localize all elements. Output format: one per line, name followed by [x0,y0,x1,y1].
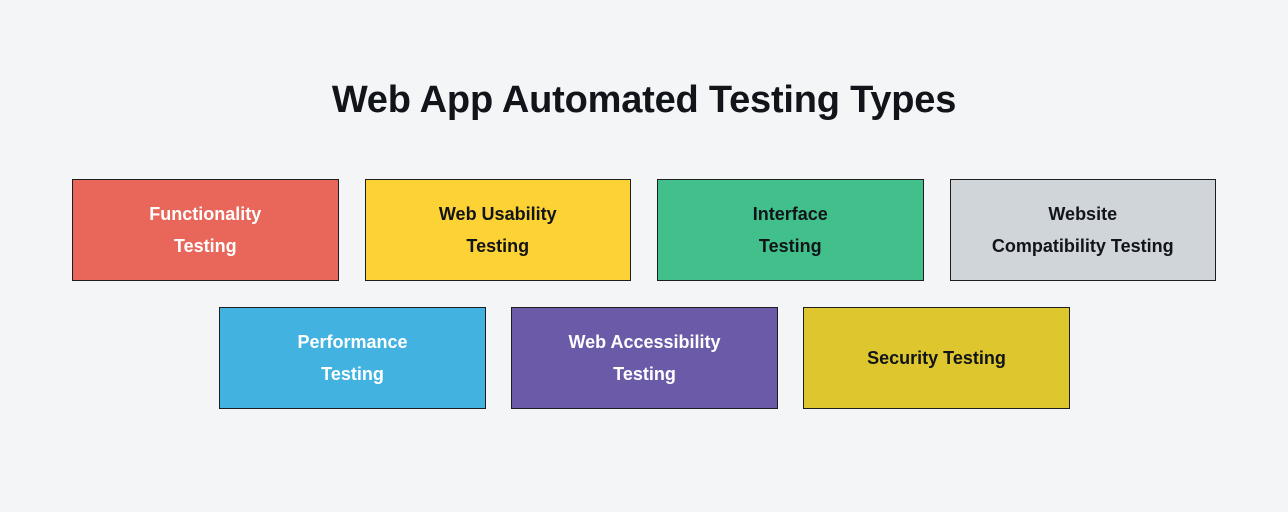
card-label-functionality-testing: Functionality Testing [149,204,262,256]
card-performance-testing[interactable]: Performance Testing [219,307,486,409]
card-label-performance-testing: Performance Testing [297,332,408,384]
card-row-first: Functionality Testing Web Usability Test… [72,179,1216,281]
card-website-compatibility-testing[interactable]: Website Compatibility Testing [949,179,1216,281]
card-functionality-testing[interactable]: Functionality Testing [72,179,339,281]
card-security-testing[interactable]: Security Testing [803,307,1070,409]
card-label-web-usability-testing: Web Usability Testing [438,204,557,256]
card-label-website-compatibility-testing: Website Compatibility Testing [991,204,1174,256]
card-label-interface-testing: Interface Testing [752,204,828,256]
card-label-web-accessibility-testing: Web Accessibility Testing [568,332,721,384]
card-label-security-testing: Security Testing [867,348,1006,368]
card-row-second: Performance Testing Web Accessibility Te… [219,307,1070,409]
card-interface-testing[interactable]: Interface Testing [657,179,924,281]
card-web-accessibility-testing[interactable]: Web Accessibility Testing [511,307,778,409]
page-title: Web App Automated Testing Types [331,79,957,121]
card-web-usability-testing[interactable]: Web Usability Testing [364,179,631,281]
